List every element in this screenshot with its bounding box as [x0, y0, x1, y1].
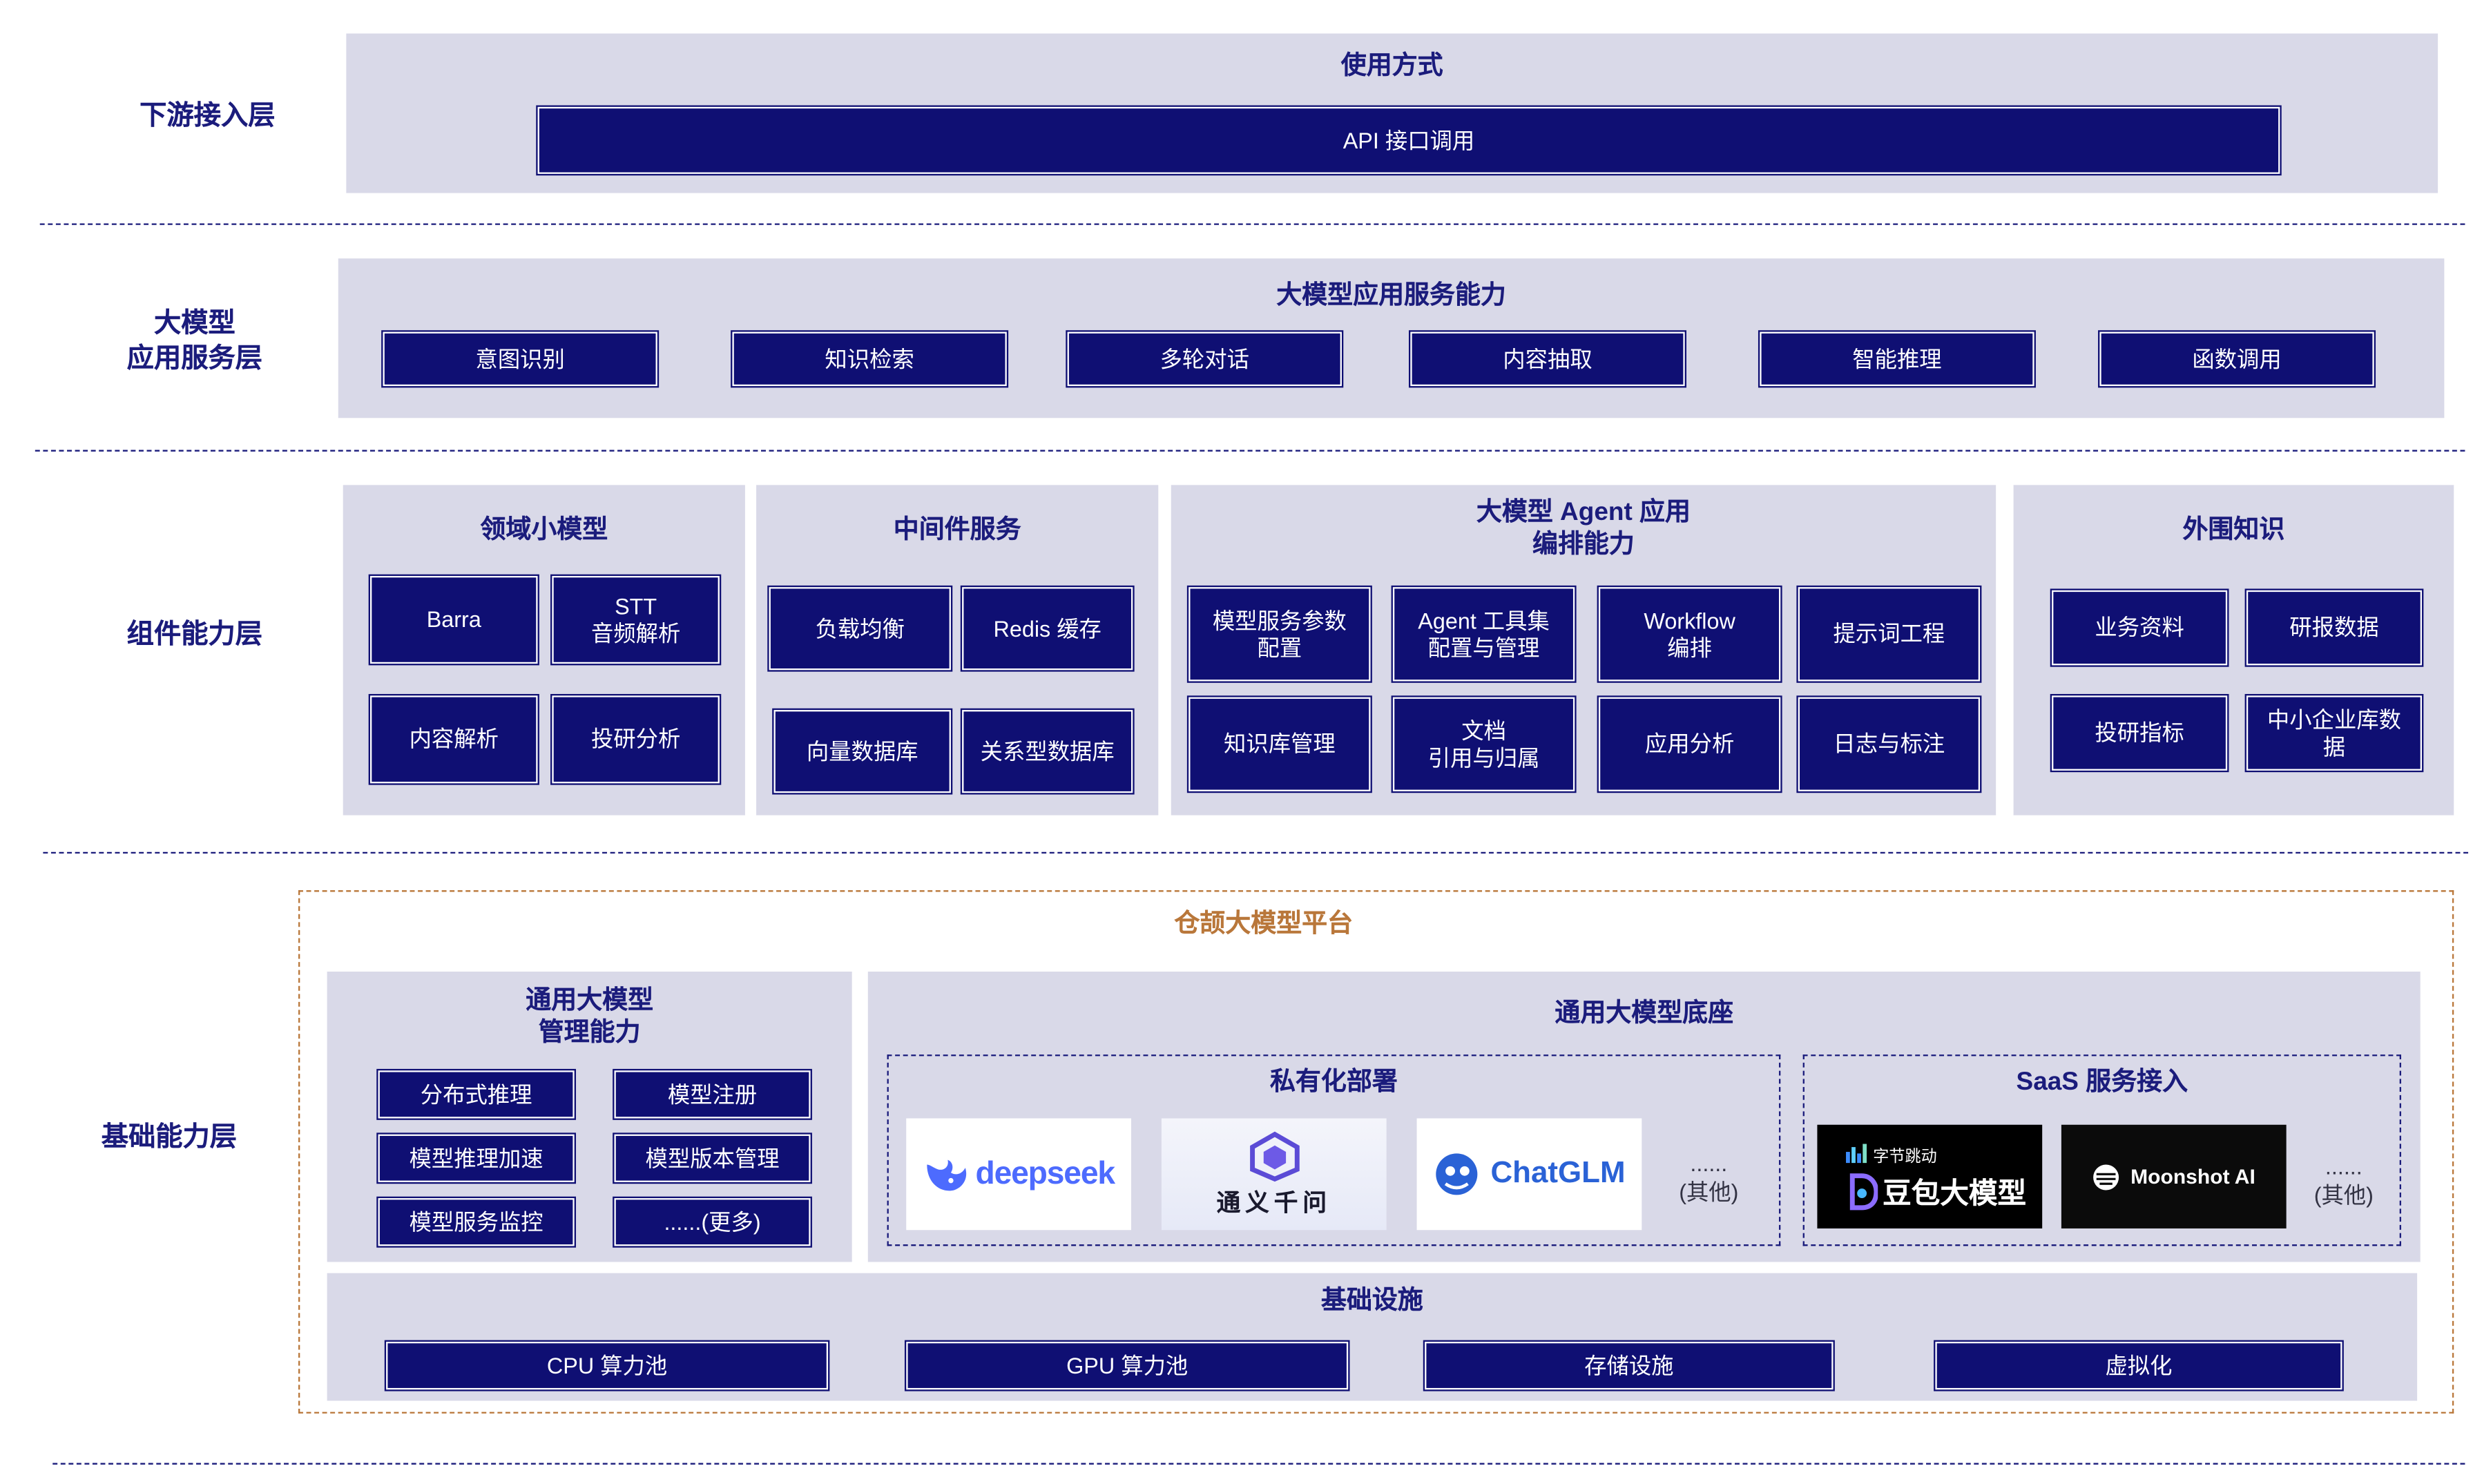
middleware-chip: Redis 缓存 [962, 587, 1133, 671]
bytedance-wordmark: 字节跳动 [1873, 1148, 1937, 1166]
app-service-panel: 大模型应用服务能力 意图识别 知识检索 多轮对话 内容抽取 智能推理 函数调用 [338, 258, 2445, 418]
domain-models-panel: 领域小模型 Barra STT 音频解析 内容解析 投研分析 [343, 485, 745, 816]
domain-models-title: 领域小模型 [480, 517, 608, 544]
app-service-chip: 意图识别 [383, 331, 657, 387]
management-title: 通用大模型 管理能力 [526, 987, 654, 1047]
agent-chip: 提示词工程 [1798, 587, 1981, 682]
management-chip: 模型版本管理 [614, 1134, 811, 1182]
usage-panel: 使用方式 API 接口调用 [346, 33, 2438, 193]
moonshot-logo: Moonshot AI [2061, 1124, 2287, 1228]
external-knowledge-chip: 业务资料 [2052, 590, 2228, 666]
saas-box: SaaS 服务接入 [1802, 1054, 2402, 1246]
management-chip: ......(更多) [614, 1198, 811, 1246]
external-knowledge-chip: 研报数据 [2246, 590, 2423, 666]
deepseek-whale-icon [927, 1159, 968, 1191]
private-deployment-box: 私有化部署 [887, 1054, 1781, 1246]
divider-1 [39, 223, 2465, 225]
domain-model-chip: 内容解析 [369, 695, 538, 784]
external-knowledge-panel: 外围知识 业务资料 研报数据 投研指标 中小企业库数 据 [2013, 485, 2454, 816]
divider-3 [43, 851, 2469, 854]
infra-chip: 存储设施 [1425, 1341, 1834, 1390]
layer-label-foundation: 基础能力层 [101, 1121, 238, 1153]
qwen-wordmark: 通义千问 [1216, 1189, 1331, 1217]
layer-label-component: 组件能力层 [126, 619, 263, 650]
api-call-chip: API 接口调用 [537, 106, 2280, 174]
doubao-icon [1849, 1173, 1878, 1210]
agent-chip: 文档 引用与归属 [1392, 697, 1575, 791]
app-service-chip: 函数调用 [2099, 331, 2374, 387]
management-panel: 通用大模型 管理能力 分布式推理 模型注册 模型推理加速 模型版本管理 模型服务… [327, 971, 852, 1262]
external-knowledge-chip: 中小企业库数 据 [2246, 695, 2423, 771]
usage-title: 使用方式 [1340, 52, 1443, 80]
agent-chip: Workflow 编排 [1598, 587, 1781, 682]
domain-model-chip: STT 音频解析 [552, 576, 720, 664]
agent-panel: 大模型 Agent 应用 编排能力 模型服务参数 配置 Agent 工具集 配置… [1171, 485, 1996, 816]
private-more-text: ...... (其他) [1679, 1150, 1739, 1205]
platform-frame [298, 890, 2454, 1414]
agent-chip: Agent 工具集 配置与管理 [1392, 587, 1575, 682]
app-service-chip: 知识检索 [732, 331, 1007, 387]
infra-chip: CPU 算力池 [386, 1341, 829, 1390]
agent-chip: 日志与标注 [1798, 697, 1981, 791]
saas-title: SaaS 服务接入 [2016, 1068, 2188, 1097]
infra-panel: 基础设施 CPU 算力池 GPU 算力池 存储设施 虚拟化 [327, 1273, 2418, 1401]
app-service-title: 大模型应用服务能力 [1276, 282, 1506, 310]
infra-title: 基础设施 [1320, 1287, 1423, 1315]
divider-4 [52, 1463, 2465, 1465]
chatglm-wordmark: ChatGLM [1490, 1156, 1626, 1191]
agent-title: 大模型 Agent 应用 编排能力 [1476, 499, 1691, 559]
doubao-logo: 字节跳动 豆包大模型 [1817, 1124, 2043, 1228]
chatglm-icon [1436, 1153, 1478, 1195]
deepseek-logo: deepseek [906, 1118, 1132, 1231]
infra-chip: 虚拟化 [1935, 1341, 2342, 1390]
divider-2 [35, 450, 2465, 452]
middleware-title: 中间件服务 [893, 517, 1021, 544]
qwen-star-icon [1249, 1130, 1299, 1181]
agent-chip: 知识库管理 [1189, 697, 1371, 791]
management-chip: 模型注册 [614, 1070, 811, 1119]
layer-label-app-service: 大模型 应用服务层 [126, 307, 263, 374]
app-service-chip: 内容抽取 [1410, 331, 1685, 387]
doubao-wordmark: 豆包大模型 [1883, 1176, 2027, 1209]
domain-model-chip: Barra [369, 576, 538, 664]
moonshot-wordmark: Moonshot AI [2130, 1164, 2255, 1189]
middleware-chip: 向量数据库 [773, 710, 951, 793]
management-chip: 模型推理加速 [378, 1134, 575, 1182]
chatglm-logo: ChatGLM [1416, 1118, 1642, 1231]
agent-chip: 应用分析 [1598, 697, 1781, 791]
bytedance-bars-icon [1846, 1144, 1867, 1164]
deepseek-wordmark: deepseek [975, 1155, 1116, 1191]
base-model-title: 通用大模型底座 [1555, 1000, 1734, 1028]
app-service-chip: 智能推理 [1760, 331, 2034, 387]
app-service-chip: 多轮对话 [1067, 331, 1342, 387]
management-chip: 分布式推理 [378, 1070, 575, 1119]
platform-title: 仓颉大模型平台 [1174, 911, 1354, 938]
middleware-chip: 关系型数据库 [962, 710, 1133, 793]
external-knowledge-chip: 投研指标 [2052, 695, 2228, 771]
middleware-chip: 负载均衡 [769, 587, 951, 671]
management-chip: 模型服务监控 [378, 1198, 575, 1246]
agent-chip: 模型服务参数 配置 [1189, 587, 1371, 682]
middleware-panel: 中间件服务 负载均衡 Redis 缓存 向量数据库 关系型数据库 [756, 485, 1159, 816]
domain-model-chip: 投研分析 [552, 695, 720, 784]
external-knowledge-title: 外围知识 [2182, 517, 2285, 544]
qwen-logo: 通义千问 [1161, 1118, 1387, 1231]
layer-label-downstream: 下游接入层 [139, 100, 276, 131]
moonshot-icon [2093, 1164, 2119, 1190]
infra-chip: GPU 算力池 [906, 1341, 1349, 1390]
saas-more-text: ...... (其他) [2313, 1153, 2374, 1208]
private-deployment-title: 私有化部署 [1269, 1068, 1398, 1097]
